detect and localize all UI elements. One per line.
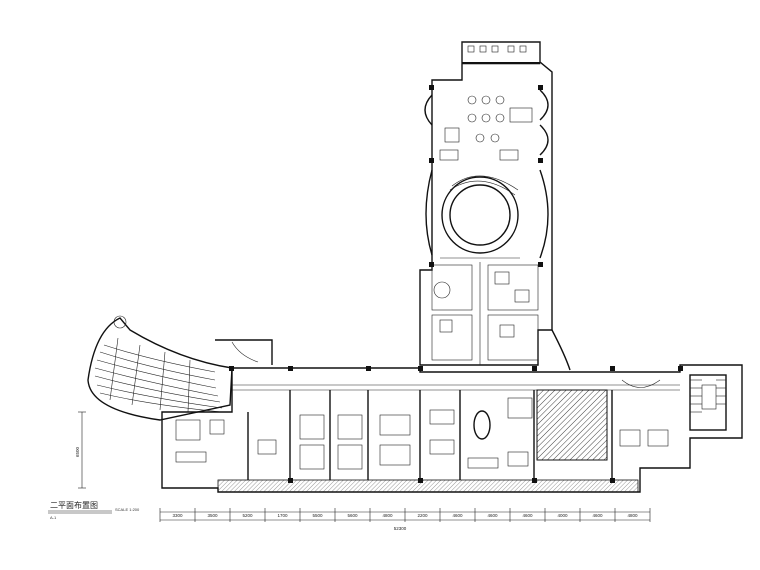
room-furniture	[175, 379, 669, 470]
dimension-segment-label: 3300	[172, 513, 183, 518]
terrace-strip	[217, 479, 639, 493]
dimension-segment-label: 5600	[347, 513, 358, 518]
dimension-segment-label: 4800	[627, 513, 638, 518]
drawing-title: 二平面布置图	[50, 500, 98, 510]
north-wing	[419, 41, 571, 371]
stair-core	[689, 374, 727, 431]
dimension-segment-label: 2200	[417, 513, 428, 518]
rotunda	[425, 169, 549, 259]
meeting-furniture	[439, 95, 533, 161]
guest-rooms	[431, 262, 539, 365]
columns-main	[229, 366, 683, 483]
scale-note: SCALE 1:200	[115, 507, 140, 512]
dimension-segment-label: 4600	[487, 513, 498, 518]
dimension-segment-label: 5500	[312, 513, 323, 518]
dimension-segment-label: 4600	[522, 513, 533, 518]
dimension-line-bottom: 3300 3500 5200 1700 5500 5600 4800 2200 4600 4600…	[159, 508, 651, 531]
drawing-tag: A-1	[50, 515, 57, 520]
dimension-segment-label: 3500	[207, 513, 218, 518]
dimension-segment-label: 4000	[557, 513, 568, 518]
atrium-void	[536, 389, 608, 461]
toilet-fixtures-top	[462, 45, 540, 64]
main-body	[161, 364, 743, 493]
west-fan-wing	[87, 315, 273, 421]
dimension-line-left: 6500	[75, 411, 86, 489]
dimension-segment-label: 4800	[382, 513, 393, 518]
dimension-left: 6500	[75, 446, 80, 457]
partitions	[247, 390, 613, 480]
fan-seating-rows	[94, 337, 223, 413]
dimension-segment-label: 4600	[592, 513, 603, 518]
dimension-segment-label: 5200	[242, 513, 253, 518]
dimension-segment-label: 1700	[277, 513, 288, 518]
dimension-total: 52300	[394, 526, 407, 531]
title-block: 二平面布置图 A-1 SCALE 1:200	[48, 500, 140, 520]
dimension-segment-label: 4600	[452, 513, 463, 518]
columns-north	[429, 85, 543, 267]
